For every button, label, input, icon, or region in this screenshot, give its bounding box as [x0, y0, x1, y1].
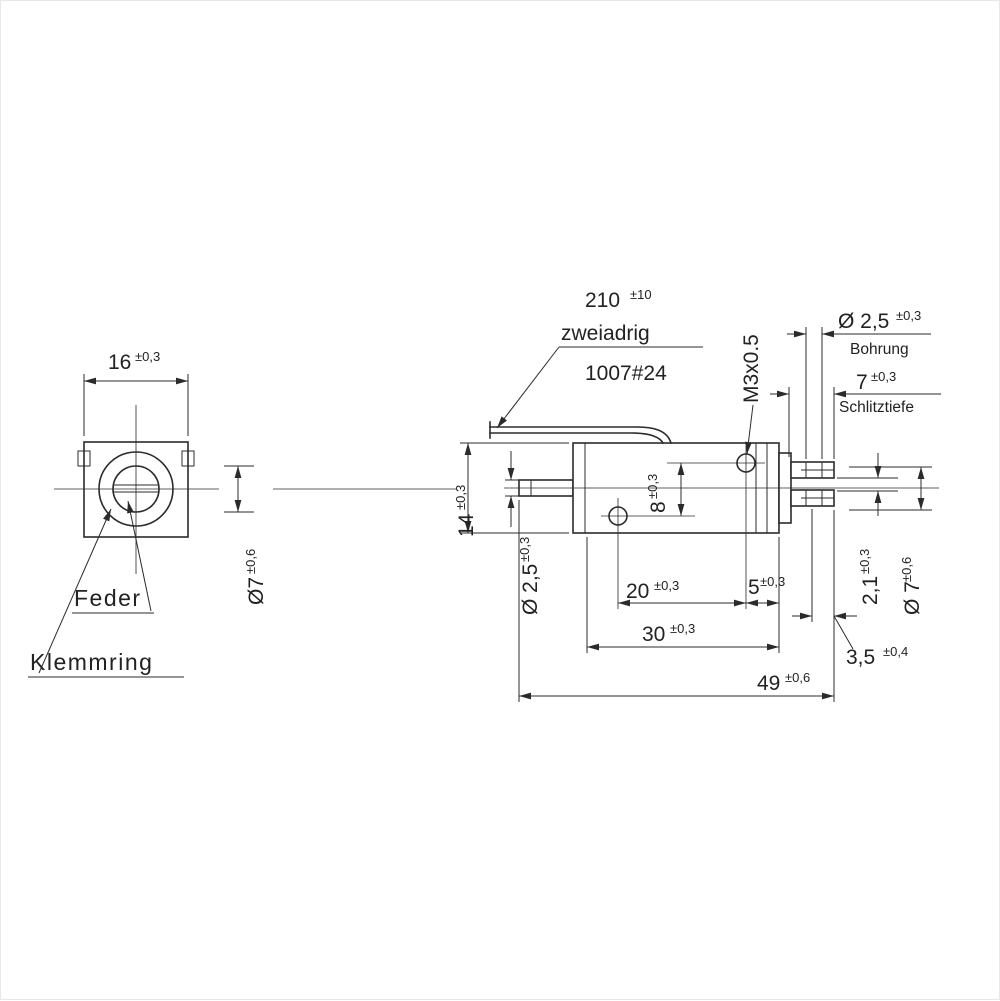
dim-plunger-dia: Ø 2,5 ±0,3 — [505, 451, 542, 615]
dim-body-height: 14 ±0,3 — [453, 442, 569, 537]
front-view — [54, 405, 219, 574]
lead-wire — [489, 426, 673, 445]
leader-line — [38, 508, 112, 674]
dim-tolerance: ±0,4 — [883, 644, 908, 659]
dim-tolerance: ±0,3 — [645, 474, 660, 499]
dim-tolerance: ±0,3 — [135, 349, 160, 364]
dim-tolerance: ±0,6 — [243, 549, 258, 574]
klemmring-label: Klemmring — [30, 649, 153, 675]
dim-tolerance: ±0,3 — [517, 537, 532, 562]
wire-spec: 1007#24 — [585, 362, 667, 385]
dim-tolerance: ±0,6 — [785, 670, 810, 685]
bore-value: Ø 2,5 — [838, 310, 889, 333]
slot-depth-tolerance: ±0,3 — [871, 369, 896, 384]
dim-value: 20 — [626, 580, 649, 603]
dim-body-length: 30 ±0,3 — [586, 537, 779, 653]
bore-label: Bohrung — [850, 341, 909, 358]
dim-pin: 3,5 ±0,4 — [792, 509, 908, 669]
leader-line — [127, 500, 152, 612]
dim-hole-offset-v: 8 ±0,3 — [645, 463, 685, 516]
label-thread: M3x0.5 — [740, 334, 763, 455]
thread-label: M3x0.5 — [740, 334, 763, 403]
dim-value: 8 — [647, 501, 670, 513]
leader-line — [496, 346, 560, 429]
wire-type: zweiadrig — [561, 322, 650, 345]
dim-tolerance: ±0,3 — [654, 578, 679, 593]
dim-front-bore: Ø7 ±0,6 — [224, 465, 268, 605]
dim-slot-depth: 7 ±0,3 Schlitztiefe — [770, 369, 941, 459]
right-tab-notch — [181, 450, 195, 467]
label-feder: Feder — [72, 500, 154, 614]
slot-depth-value: 7 — [856, 371, 868, 394]
lead-wire — [489, 432, 665, 445]
dim-hole-offset-h: 20 ±0,3 — [618, 578, 746, 607]
slot-depth-label: Schlitztiefe — [839, 399, 914, 416]
dim-flange: 5 ±0,3 — [746, 537, 785, 653]
dim-value: 30 — [642, 623, 665, 646]
dim-tolerance: ±0,3 — [670, 621, 695, 636]
side-view — [489, 421, 939, 609]
dim-value: 3,5 — [846, 646, 875, 669]
dim-front-width: 16 ±0,3 — [83, 349, 189, 436]
label-klemmring: Klemmring — [28, 508, 184, 678]
wire-length: 210 — [585, 289, 620, 312]
dim-bore-top: Ø 2,5 ±0,3 Bohrung — [787, 308, 931, 459]
leader-line — [833, 615, 854, 650]
dim-tube-dia: Ø 7 ±0,6 — [849, 466, 932, 615]
dim-value: 49 — [757, 672, 780, 695]
feder-label: Feder — [74, 585, 142, 611]
dim-tolerance: ±0,6 — [899, 557, 914, 582]
dim-total-length: 49 ±0,6 — [518, 500, 835, 702]
left-tab-notch — [77, 450, 91, 467]
dim-pin-gap: 2,1 ±0,3 — [837, 453, 898, 605]
bore-tolerance: ±0,3 — [896, 308, 921, 323]
wire-length-tolerance: ±10 — [630, 287, 652, 302]
dim-tolerance: ±0,3 — [453, 485, 468, 510]
dim-value: Ø 2,5 — [519, 564, 542, 615]
dim-tolerance: ±0,3 — [760, 574, 785, 589]
dim-value: 14 — [455, 513, 478, 537]
dim-value: 16 — [108, 351, 131, 374]
label-wire: 210 ±10 zweiadrig 1007#24 — [496, 287, 703, 429]
dim-value: 2,1 — [859, 576, 882, 605]
leader-line — [745, 404, 754, 455]
dim-value: Ø7 — [245, 577, 268, 605]
dim-value: 5 — [748, 576, 760, 599]
dim-value: Ø 7 — [901, 581, 924, 615]
dim-tolerance: ±0,3 — [857, 549, 872, 574]
